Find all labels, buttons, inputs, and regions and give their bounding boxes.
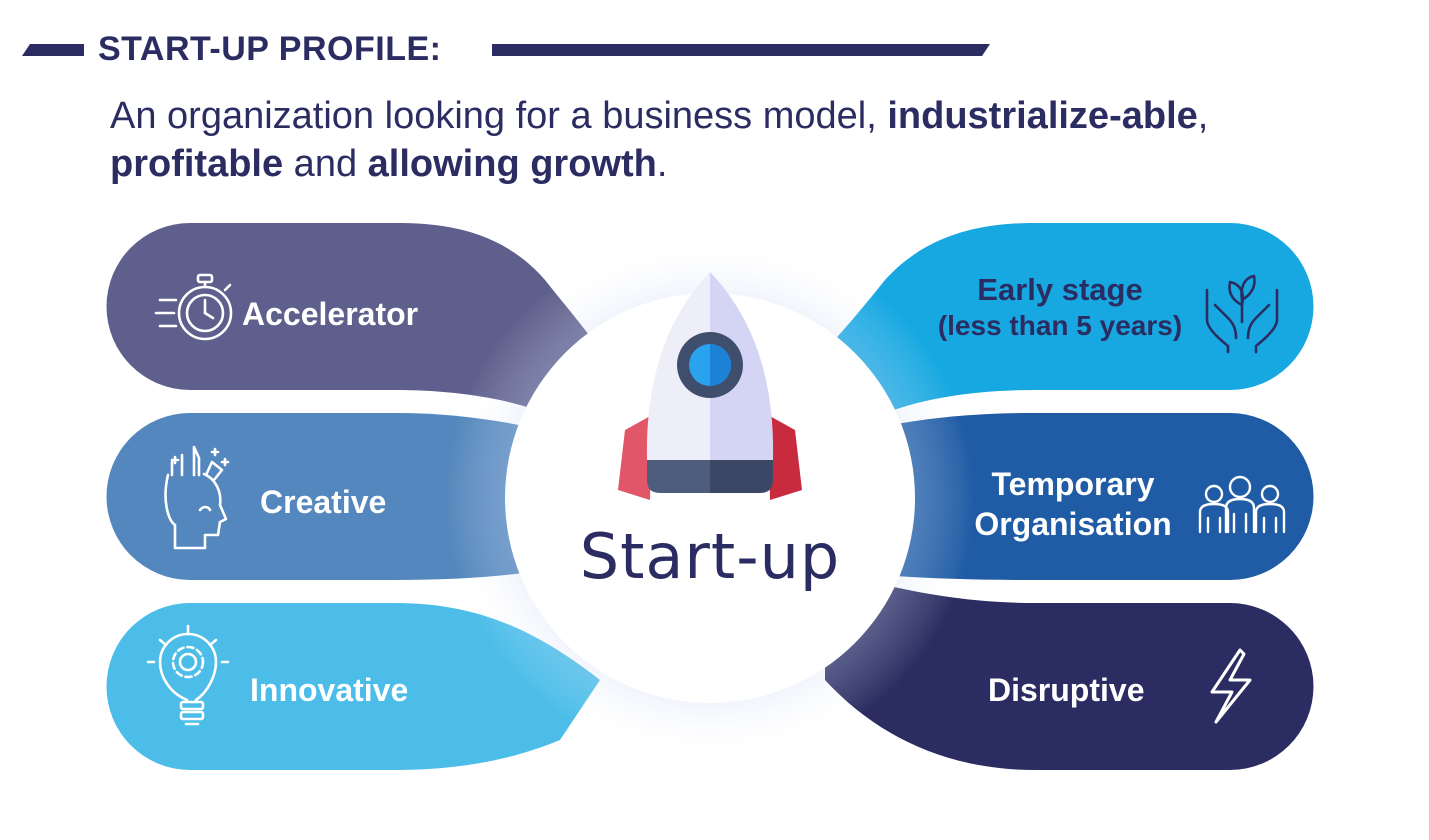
subtitle-text-3: and (283, 143, 368, 185)
label-innovative: Innovative (250, 672, 409, 708)
rocket-icon (618, 272, 802, 500)
subtitle-bold-1: industrialize-able (887, 95, 1198, 137)
subtitle-text-2: , (1197, 95, 1209, 137)
subtitle-text-4: . (656, 143, 668, 185)
header-title: START-UP PROFILE: (98, 30, 442, 68)
label-early-stage-line2: (less than 5 years) (937, 310, 1183, 341)
subtitle-text-1: An organization looking for a business m… (110, 95, 888, 137)
label-early-stage-line1: Early stage (977, 272, 1143, 307)
creative-head-icon (164, 445, 230, 550)
petal-accelerator (106, 223, 601, 420)
plant-hands-icon (1205, 274, 1279, 354)
label-temporary-line1: Temporary (991, 466, 1155, 502)
subtitle-bold-2: profitable (110, 143, 284, 185)
lightbulb-gear-icon (146, 624, 230, 726)
label-early-stage: Early stage (less than 5 years) (920, 272, 1200, 344)
petal-early-stage (825, 223, 1314, 420)
center-circle (505, 293, 915, 703)
header: START-UP PROFILE: (22, 28, 992, 72)
label-accelerator: Accelerator (242, 296, 419, 332)
label-temporary-line2: Organisation (974, 506, 1172, 542)
header-bar-right (492, 44, 990, 56)
subtitle: An organization looking for a business m… (110, 92, 1410, 188)
label-disruptive: Disruptive (988, 672, 1145, 708)
label-temporary-organisation: Temporary Organisation (950, 464, 1196, 544)
petal-innovative (106, 603, 601, 770)
header-bar-left (22, 44, 84, 56)
center-label: Start-up (579, 520, 841, 593)
petal-disruptive (825, 570, 1314, 770)
subtitle-bold-3: allowing growth (367, 143, 657, 185)
label-creative: Creative (260, 484, 387, 520)
lightning-icon (1210, 648, 1252, 724)
team-icon (1198, 475, 1286, 534)
stopwatch-icon (154, 273, 233, 341)
